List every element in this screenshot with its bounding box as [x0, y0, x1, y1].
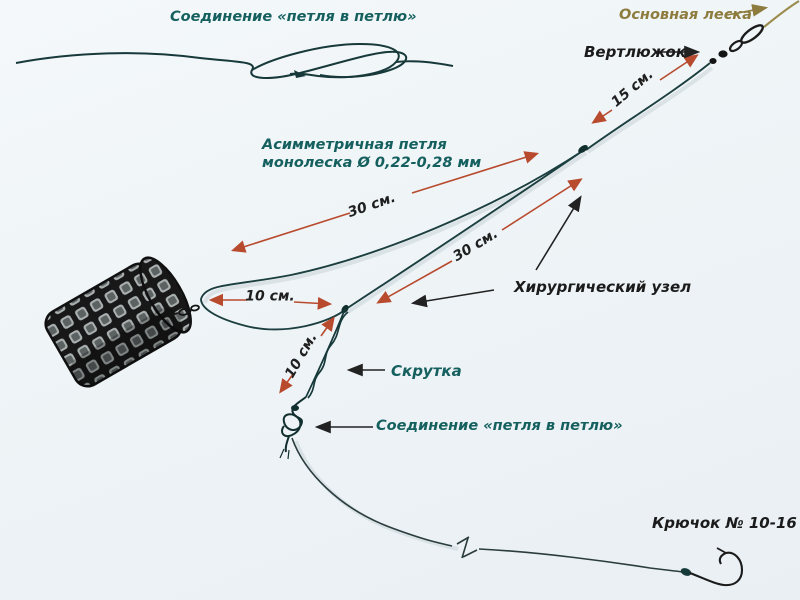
arrow-surgical-knot-lower	[410, 289, 495, 308]
label-10cm-loop: 10 см.	[245, 288, 295, 305]
hook	[680, 547, 744, 587]
pointer-arrows	[314, 45, 701, 434]
label-twist: Скрутка	[391, 362, 462, 380]
feeder-cage	[44, 256, 192, 388]
label-loop-to-loop-top: Соединение «петля в петлю»	[170, 9, 417, 25]
arrow-surgical-knot-upper	[535, 195, 582, 271]
label-asymmetric-loop-line2: монолеска Ø 0,22-0,28 мм	[262, 155, 482, 172]
twist-section	[305, 308, 349, 399]
label-surgical-knot: Хирургический узел	[514, 278, 692, 296]
arrow-15cm	[659, 54, 699, 81]
feeder-clip	[170, 304, 200, 316]
arrow-30cm-top	[411, 151, 540, 194]
break-symbol	[456, 536, 478, 559]
loop-to-twist-line	[345, 149, 585, 310]
leader-15cm-line	[585, 62, 711, 151]
hook-barb	[716, 547, 727, 554]
line-shadows	[203, 66, 714, 551]
swivel	[709, 24, 764, 64]
loop-to-loop-connection	[279, 396, 307, 460]
arrow-main-line	[726, 4, 769, 17]
hook-link-line	[291, 437, 684, 573]
loop-to-loop-knot-drawing	[15, 42, 454, 80]
main-line	[763, 0, 800, 28]
label-loop-to-loop-bottom: Соединение «петля в петлю»	[376, 418, 623, 434]
arrow-30cm-bottom	[501, 178, 583, 231]
label-asymmetric-loop: Асимметричная петля монолеска Ø 0,22-0,2…	[262, 136, 481, 172]
label-swivel: Вертлюжок	[584, 43, 687, 61]
label-main-line: Основная леска	[619, 7, 752, 23]
surgical-knot-top	[578, 145, 588, 153]
label-hook: Крючок № 10-16	[652, 514, 797, 532]
asymmetric-loop-lines	[200, 62, 711, 331]
label-asymmetric-loop-line1: Асимметричная петля	[262, 137, 447, 153]
arrow-10cm-twist	[320, 316, 335, 337]
measure-arrows	[208, 54, 699, 394]
loop-top-line	[200, 149, 585, 300]
